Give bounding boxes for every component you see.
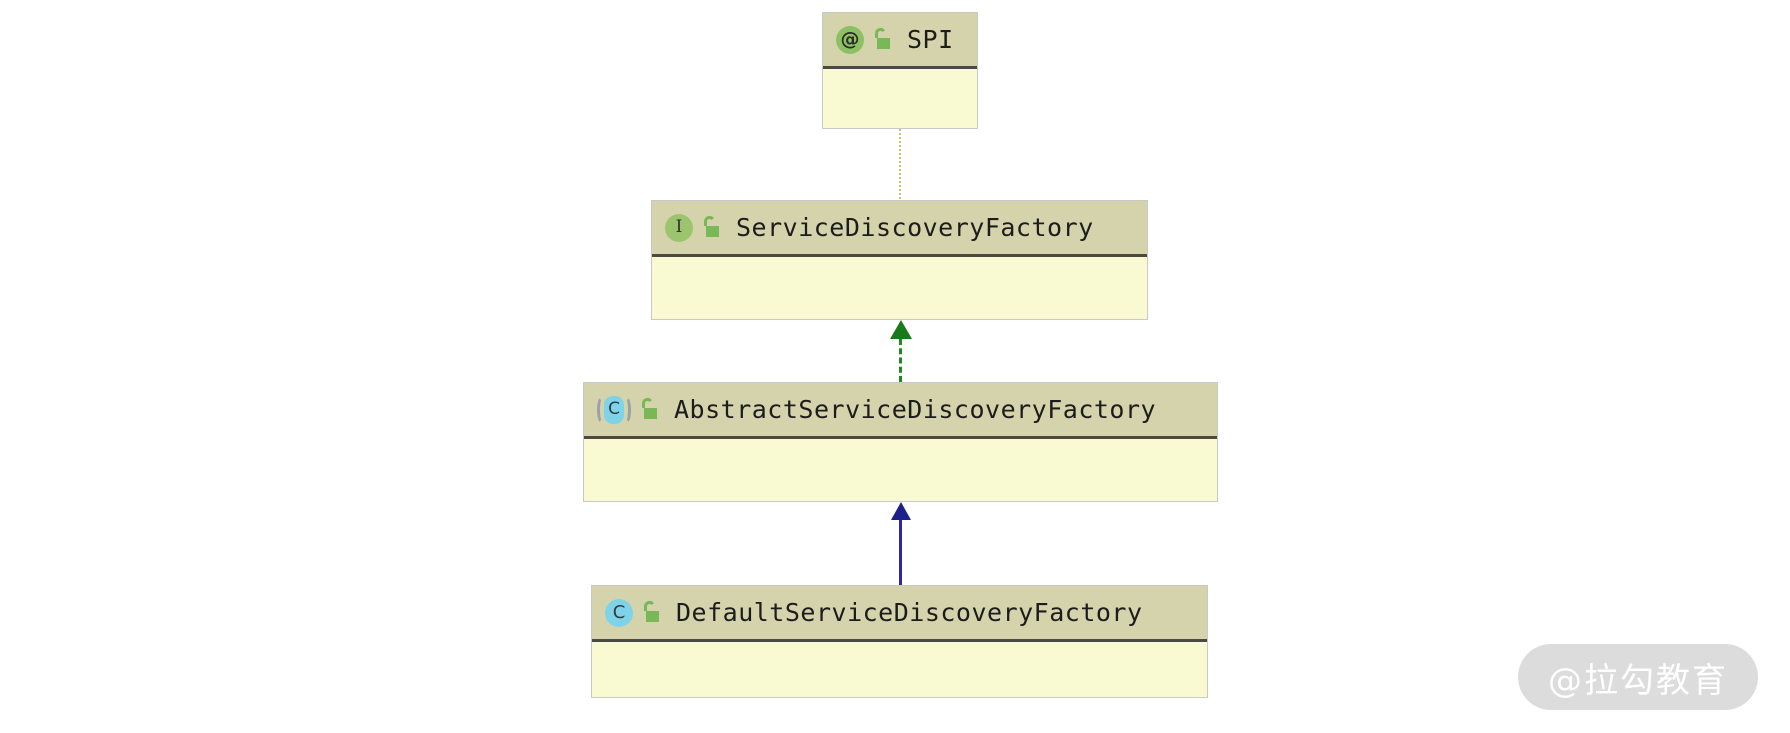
abstract-paren-right-icon — [621, 395, 631, 424]
uml-node-spi-members — [823, 69, 977, 127]
realization-arrowhead-icon — [890, 320, 912, 339]
abstract-class-glyph: C — [604, 395, 624, 424]
abstract-class-icon: C — [596, 395, 632, 425]
uml-node-service-discovery-factory-title: ServiceDiscoveryFactory — [736, 213, 1094, 242]
interface-icon: I — [664, 213, 694, 243]
generalization-arrowhead-icon — [891, 502, 911, 520]
uml-node-service-discovery-factory-members — [652, 257, 1147, 318]
interface-glyph: I — [665, 213, 693, 242]
uml-node-service-discovery-factory[interactable]: I ServiceDiscoveryFactory — [651, 200, 1148, 320]
uml-node-spi-title: SPI — [907, 25, 954, 54]
abstract-paren-left-icon — [597, 395, 607, 424]
uml-node-default-service-discovery-factory-header: C DefaultServiceDiscoveryFactory — [592, 586, 1207, 642]
uml-node-abstract-service-discovery-factory-members — [584, 439, 1217, 500]
connector-realization-link — [899, 339, 902, 382]
annotation-icon: @ — [835, 25, 865, 55]
unlock-icon — [700, 215, 722, 241]
uml-node-service-discovery-factory-header: I ServiceDiscoveryFactory — [652, 201, 1147, 257]
uml-node-spi[interactable]: @ SPI — [822, 12, 978, 129]
unlock-icon — [871, 27, 893, 53]
annotation-glyph: @ — [836, 25, 864, 54]
uml-node-default-service-discovery-factory[interactable]: C DefaultServiceDiscoveryFactory — [591, 585, 1208, 698]
unlock-icon — [640, 600, 662, 626]
watermark: @拉勾教育 — [1518, 644, 1758, 710]
class-glyph: C — [605, 598, 633, 627]
class-icon: C — [604, 598, 634, 628]
connector-annotation-link — [899, 129, 901, 199]
uml-node-default-service-discovery-factory-members — [592, 642, 1207, 696]
uml-node-spi-header: @ SPI — [823, 13, 977, 69]
uml-node-abstract-service-discovery-factory-header: C AbstractServiceDiscoveryFactory — [584, 383, 1217, 439]
uml-node-abstract-service-discovery-factory-title: AbstractServiceDiscoveryFactory — [674, 395, 1157, 424]
unlock-icon — [638, 397, 660, 423]
uml-node-abstract-service-discovery-factory[interactable]: C AbstractServiceDiscoveryFactory — [583, 382, 1218, 502]
connector-generalization-link — [899, 520, 902, 585]
uml-node-default-service-discovery-factory-title: DefaultServiceDiscoveryFactory — [676, 598, 1143, 627]
